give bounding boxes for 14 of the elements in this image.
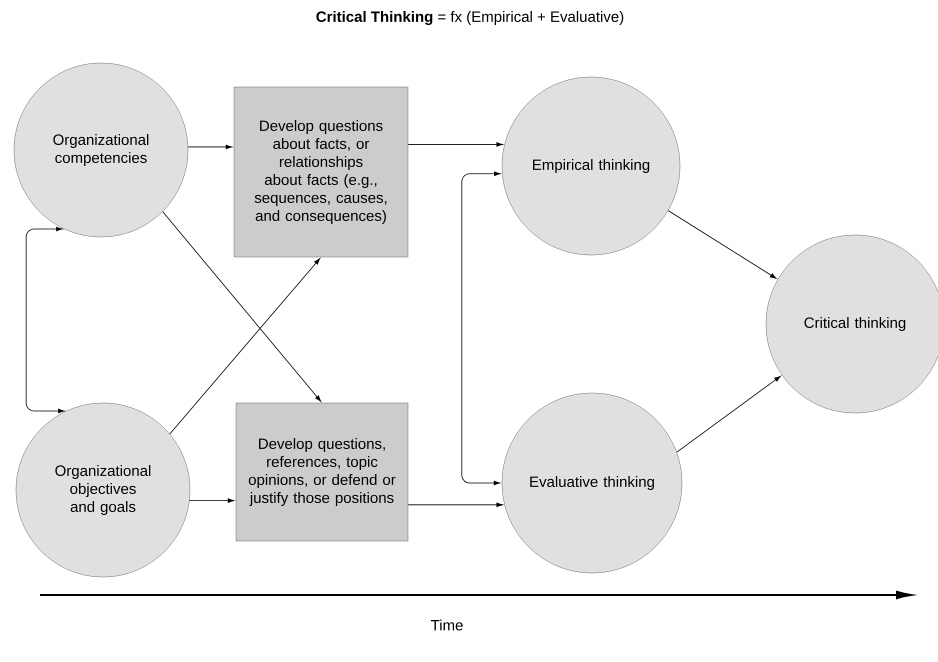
process-box: Develop questions about facts, or relationships about facts (e.g., sequences, causes, and consequences) bbox=[234, 86, 408, 258]
title: Critical Thinking = fx (Empirical + Evaluative) bbox=[316, 10, 624, 26]
arrow bbox=[668, 210, 776, 279]
process-box: Develop questions, references, topic opinions, or defend or justify those positions bbox=[236, 402, 408, 542]
arrow bbox=[189, 498, 234, 503]
arrow bbox=[676, 376, 781, 453]
arrow bbox=[169, 258, 320, 434]
arrow bbox=[162, 211, 322, 402]
axis-label: Time bbox=[430, 620, 463, 630]
arrow bbox=[188, 144, 232, 150]
double-arrow bbox=[461, 172, 501, 486]
arrow bbox=[408, 502, 503, 508]
arrow bbox=[408, 142, 503, 147]
double-arrow bbox=[26, 226, 65, 414]
